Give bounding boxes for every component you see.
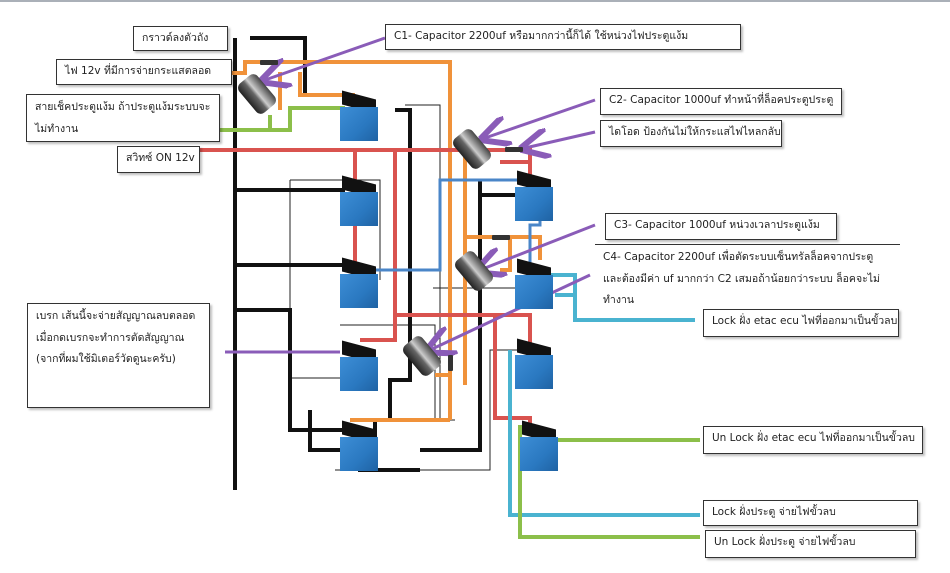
label-diode: ไดโอด ป้องกันไม่ให้กระแสไฟไหลกลับ	[600, 120, 782, 147]
relay-2	[340, 175, 378, 226]
relay-4	[340, 340, 378, 391]
ignition-wires	[200, 148, 532, 428]
top-border	[0, 0, 950, 2]
lock-wires	[508, 273, 700, 517]
label-lock-etac: Lock ฝั่ง etac ecu ไฟที่ออกมาเป็นขั้วลบ	[703, 309, 899, 337]
label-unlock-etac: Un Lock ฝั่ง etac ecu ไฟที่ออกมาเป็นขั้ว…	[703, 426, 923, 454]
label-brake: เบรก เส้นนี้จะจ่ายสัญญาณลบตลอดเมื่อกดเบร…	[27, 303, 210, 408]
label-lock-door: Lock ฝั่งประตู จ่ายไฟขั้วลบ	[703, 500, 918, 526]
label-unlock-door: Un Lock ฝั่งประตู จ่ายไฟขั้วลบ	[705, 530, 916, 558]
relay-6	[515, 170, 553, 221]
relay-3	[340, 257, 378, 308]
label-constant-12v: ไฟ 12v ที่มีการจ่ายกระแสตลอด	[56, 59, 232, 85]
label-c1: C1- Capacitor 2200uf หรือมากกว่านี้ก็ได้…	[385, 24, 741, 50]
relay-8	[515, 338, 553, 389]
label-c2: C2- Capacitor 1000uf ทำหน้าที่ล็อคประตูป…	[600, 88, 842, 115]
relay-5	[340, 420, 378, 471]
label-c3: C3- Capacitor 1000uf หน่วงเวลาประตูแง้ม	[605, 213, 837, 240]
label-c4: C4- Capacitor 2200uf เพื่อตัดระบบเซ็นทรั…	[595, 244, 900, 306]
diode-3	[492, 235, 510, 240]
relay-9	[520, 420, 558, 471]
diode-4	[448, 355, 453, 371]
label-ign-switch: สวิทซ์ ON 12v	[117, 146, 200, 173]
label-ground: กราวด์ลงตัวถัง	[133, 26, 228, 51]
label-door-switch: สายเช็คประตูแง้ม ถ้าประตูแง้มระบบจะไม่ทำ…	[26, 94, 220, 142]
diode-2	[505, 147, 523, 152]
relay-7	[515, 258, 553, 309]
annotation-arrows	[225, 36, 596, 352]
diode-1	[260, 60, 278, 65]
relay-1	[340, 90, 378, 141]
